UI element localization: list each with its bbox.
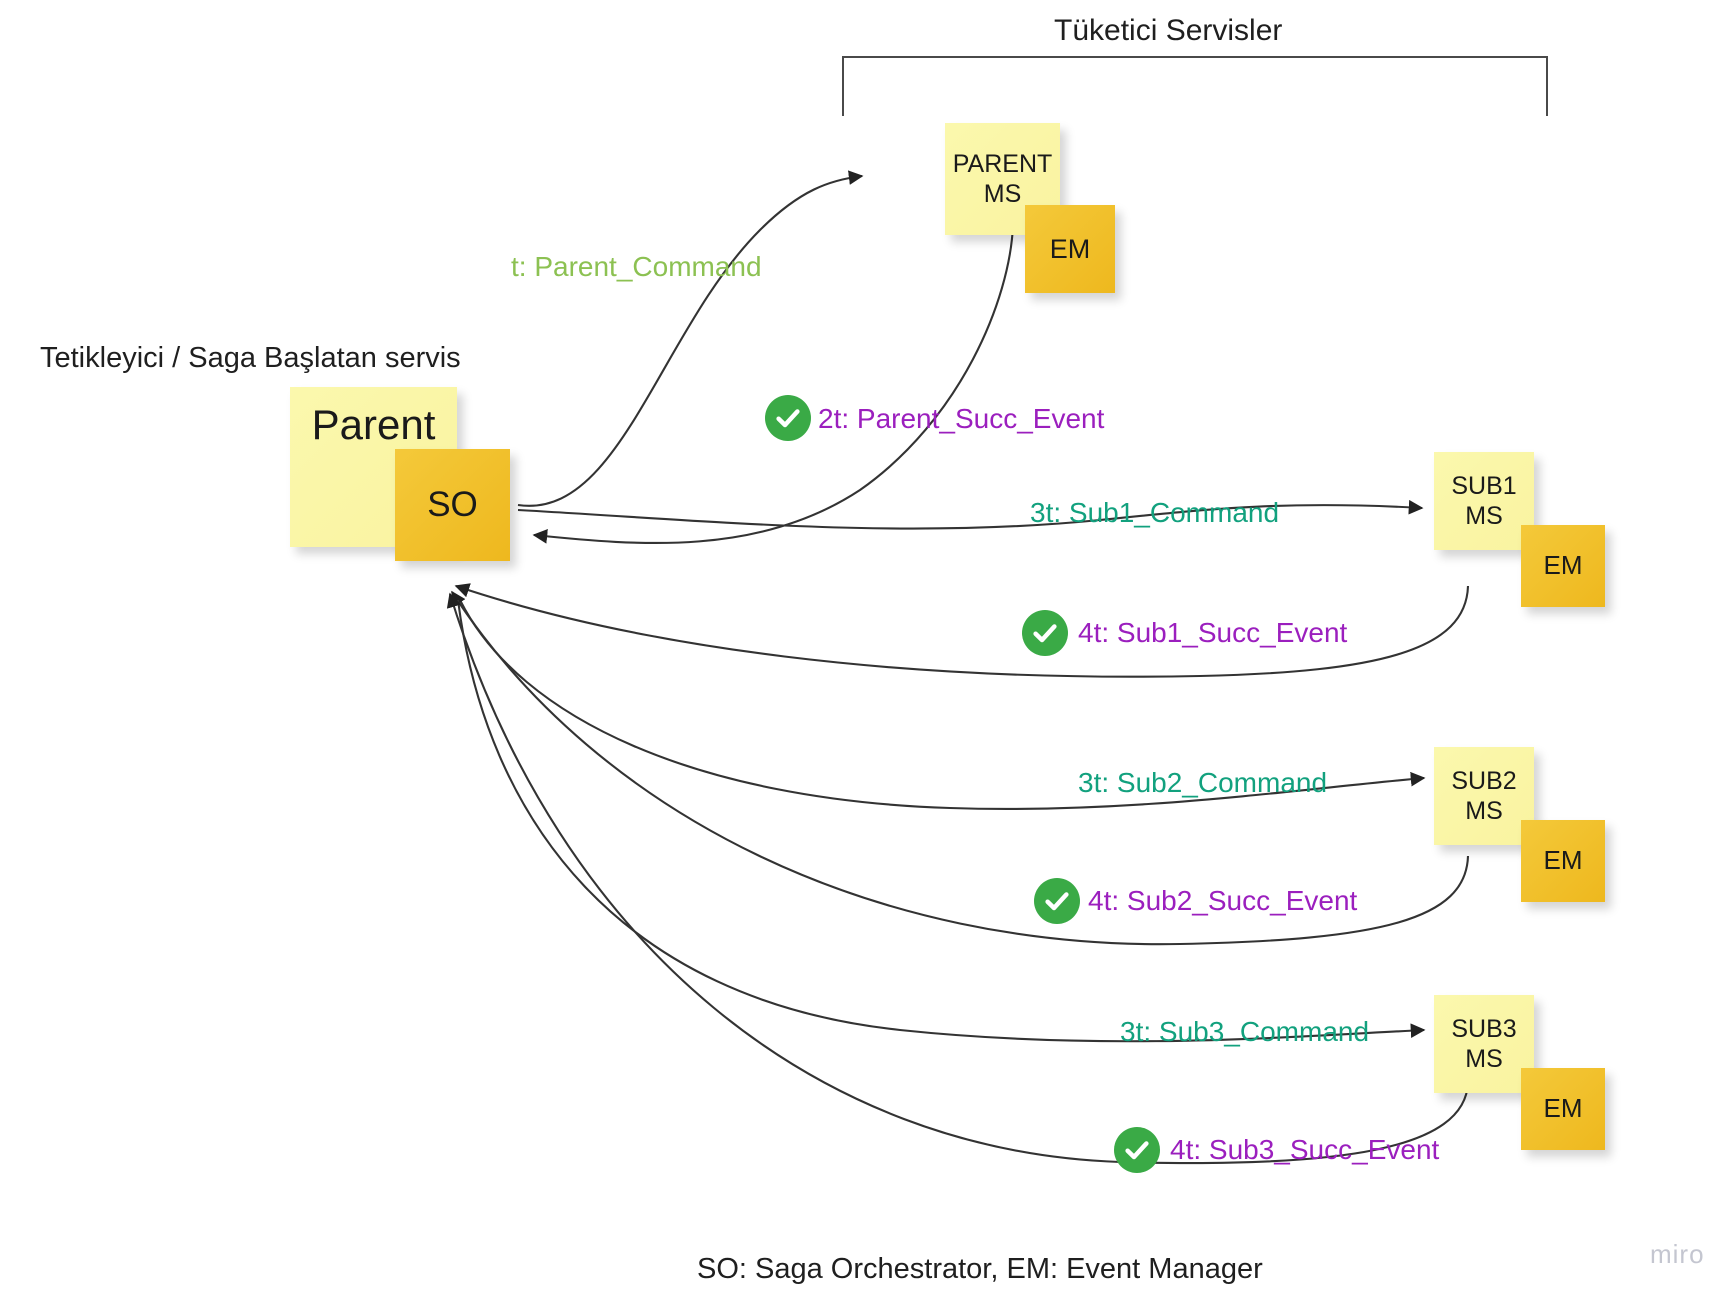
node-parent-ms-em-badge[interactable]: EM bbox=[1025, 205, 1115, 293]
node-sub1-em-badge[interactable]: EM bbox=[1521, 525, 1605, 607]
edge-label-sub3-succ-event: 4t: Sub3_Succ_Event bbox=[1170, 1134, 1440, 1165]
success-check-icon-sub2 bbox=[1034, 878, 1080, 924]
footer-legend: SO: Saga Orchestrator, EM: Event Manager bbox=[697, 1253, 1263, 1285]
success-check-icon-parent bbox=[765, 395, 811, 441]
node-sub1-ms-line2: MS bbox=[1465, 502, 1503, 530]
node-sub2-ms[interactable]: SUB2 MS bbox=[1434, 747, 1534, 845]
miro-watermark: miro bbox=[1650, 1239, 1705, 1269]
node-parent-ms-line1: PARENT bbox=[952, 149, 1053, 178]
edge-label-parent-command: t: Parent_Command bbox=[511, 251, 762, 282]
node-parent-so-badge[interactable]: SO bbox=[395, 449, 510, 561]
node-sub2-ms-line2: MS bbox=[1465, 797, 1503, 825]
node-sub2-ms-line1: SUB2 bbox=[1451, 766, 1517, 795]
node-sub1-ms-line1: SUB1 bbox=[1451, 471, 1517, 500]
node-sub2-em-label: EM bbox=[1543, 845, 1583, 876]
edge-label-parent-succ-event: 2t: Parent_Succ_Event bbox=[818, 403, 1105, 434]
node-parent-ms-line2: MS bbox=[983, 180, 1022, 208]
node-sub3-ms-line2: MS bbox=[1465, 1045, 1503, 1073]
node-sub3-em-badge[interactable]: EM bbox=[1521, 1068, 1605, 1150]
edge-label-sub2-succ-event: 4t: Sub2_Succ_Event bbox=[1088, 885, 1358, 916]
edge-sub3-command bbox=[456, 599, 1426, 1043]
node-sub3-ms-line1: SUB3 bbox=[1451, 1014, 1517, 1043]
trigger-caption: Tetikleyici / Saga Başlatan servis bbox=[40, 342, 461, 374]
edge-parent-command bbox=[517, 170, 864, 507]
node-sub1-em-label: EM bbox=[1543, 550, 1583, 581]
node-sub1-ms[interactable]: SUB1 MS bbox=[1434, 452, 1534, 550]
edge-sub1-command bbox=[517, 499, 1424, 530]
node-sub2-em-badge[interactable]: EM bbox=[1521, 820, 1605, 902]
success-check-icon-sub1 bbox=[1022, 610, 1068, 656]
node-parent-so-label: SO bbox=[427, 484, 478, 524]
edge-sub3-succ-event bbox=[446, 592, 1470, 1165]
group-header: Tüketici Servisler bbox=[1054, 14, 1283, 47]
edge-label-sub1-command: 3t: Sub1_Command bbox=[1030, 497, 1280, 528]
node-sub3-ms[interactable]: SUB3 MS bbox=[1434, 995, 1534, 1093]
success-check-icon-sub3 bbox=[1114, 1127, 1160, 1173]
edge-label-sub3-command: 3t: Sub3_Command bbox=[1120, 1016, 1370, 1047]
edge-label-sub2-command: 3t: Sub2_Command bbox=[1078, 767, 1328, 798]
consumer-services-bracket bbox=[842, 56, 1548, 116]
edge-label-sub1-succ-event: 4t: Sub1_Succ_Event bbox=[1078, 617, 1348, 648]
node-parent-title: Parent bbox=[311, 401, 436, 448]
node-parent-ms-em-label: EM bbox=[1049, 233, 1091, 264]
node-sub3-em-label: EM bbox=[1543, 1093, 1583, 1124]
